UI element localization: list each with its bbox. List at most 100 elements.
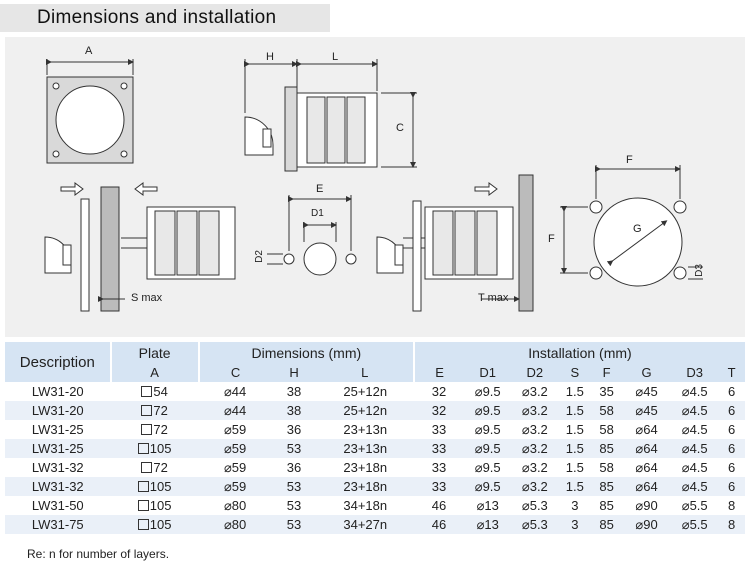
cell-h: 53 [286, 517, 302, 532]
cell-d2: ⌀3.2 [521, 402, 548, 418]
cell-c: ⌀44 [223, 383, 247, 399]
technical-drawing: A H L C E D1 D2 S max T max F F G D3 [5, 37, 745, 337]
plate-size-value: 72 [153, 460, 168, 475]
cell-s: 1.5 [565, 441, 584, 456]
cell-f: 85 [599, 517, 614, 532]
cell-a: 105 [111, 477, 199, 496]
cell-d3: ⌀4.5 [681, 402, 708, 418]
cell-t: 8 [728, 517, 736, 532]
col-header-description: Description [5, 342, 111, 382]
plate-size-value: 54 [153, 384, 168, 399]
cell-f: 58 [599, 422, 614, 437]
cell-d1: ⌀9.5 [474, 459, 501, 475]
cell-t: 6 [728, 384, 736, 399]
dim-label-f-side: F [548, 233, 555, 245]
cell-e: 32 [431, 403, 447, 418]
cell-t: 8 [728, 498, 736, 513]
square-plate-icon [137, 500, 149, 511]
subheader-d1: D1 [464, 363, 512, 382]
cell-d2: ⌀3.2 [521, 383, 548, 399]
cell-g: ⌀64 [635, 440, 658, 456]
panel-cutout-view [560, 165, 703, 287]
dim-label-g: G [633, 223, 642, 235]
col-header-plate: Plate [109, 342, 199, 363]
cell-c: ⌀80 [223, 497, 247, 513]
cell-s: 1.5 [565, 460, 584, 475]
cell-d2: ⌀3.2 [521, 440, 548, 456]
cell-d2: ⌀5.3 [521, 516, 548, 532]
plate-size-value: 105 [149, 441, 172, 456]
cell-g: ⌀64 [635, 478, 658, 494]
subheader-s: S [558, 363, 592, 382]
header-bar [0, 4, 330, 32]
subheader-a: A [109, 363, 199, 382]
cell-h: 36 [286, 460, 302, 475]
cell-d2: ⌀5.3 [521, 497, 548, 513]
cell-d2: ⌀3.2 [521, 459, 548, 475]
cell-c: ⌀80 [223, 516, 247, 532]
hole-pattern-view [267, 195, 357, 276]
side-view-mount-s [44, 182, 236, 312]
cell-d3: ⌀5.5 [681, 516, 708, 532]
plate-size-value: 105 [149, 517, 172, 532]
cell-l: 23+18n [343, 460, 388, 475]
cell-desc: LW31-32 [31, 479, 84, 494]
cell-e: 33 [431, 441, 447, 456]
subheader-d3: D3 [671, 363, 719, 382]
subheader-t: T [718, 363, 745, 382]
subheader-l: L [316, 363, 414, 382]
plate-size-value: 105 [149, 498, 172, 513]
cell-g: ⌀64 [635, 421, 658, 437]
cell-t: 6 [728, 479, 736, 494]
cell-d3: ⌀4.5 [681, 478, 708, 494]
cell-s: 1.5 [565, 384, 584, 399]
cell-h: 53 [286, 498, 302, 513]
cell-d2: ⌀3.2 [521, 421, 548, 437]
cell-e: 33 [431, 460, 447, 475]
side-view-top [244, 59, 417, 172]
dim-label-l: L [332, 51, 339, 63]
cell-l: 34+18n [343, 498, 388, 513]
cell-d1: ⌀9.5 [474, 383, 501, 399]
spec-table: Description Plate Dimensions (mm) Instal… [5, 342, 745, 534]
cell-desc: LW31-25 [31, 441, 84, 456]
cell-desc: LW31-75 [31, 517, 84, 532]
cell-a: 105 [111, 496, 199, 515]
cell-d3: ⌀5.5 [681, 497, 708, 513]
cell-e: 33 [431, 479, 447, 494]
plate-size-value: 72 [153, 422, 168, 437]
cell-c: ⌀59 [223, 440, 247, 456]
dim-label-d1: D1 [311, 208, 324, 219]
cell-c: ⌀59 [223, 421, 247, 437]
dim-label-d3: D3 [693, 264, 705, 277]
footnote: Re: n for number of layers. [27, 547, 170, 561]
subheader-e: E [412, 363, 465, 382]
cell-a: 105 [111, 439, 199, 458]
cell-g: ⌀90 [635, 497, 658, 513]
front-plate-view [46, 59, 134, 164]
cell-t: 6 [728, 441, 736, 456]
col-header-installation: Installation (mm) [412, 342, 745, 363]
cell-d3: ⌀4.5 [681, 440, 708, 456]
square-plate-icon [137, 481, 149, 492]
square-plate-icon [141, 424, 153, 435]
dim-label-t: T max [478, 292, 509, 304]
col-header-dimensions: Dimensions (mm) [197, 342, 414, 363]
cell-s: 3 [571, 517, 579, 532]
cell-e: 32 [431, 384, 447, 399]
cell-desc: LW31-20 [31, 403, 84, 418]
dim-label-f-top: F [626, 154, 633, 166]
square-plate-icon [137, 443, 149, 454]
cell-f: 58 [599, 460, 614, 475]
cell-f: 58 [599, 403, 614, 418]
cell-h: 38 [286, 384, 302, 399]
cell-d3: ⌀4.5 [681, 459, 708, 475]
subheader-h: H [271, 363, 317, 382]
cell-l: 23+13n [343, 441, 388, 456]
cell-t: 6 [728, 460, 736, 475]
cell-l: 23+18n [343, 479, 388, 494]
